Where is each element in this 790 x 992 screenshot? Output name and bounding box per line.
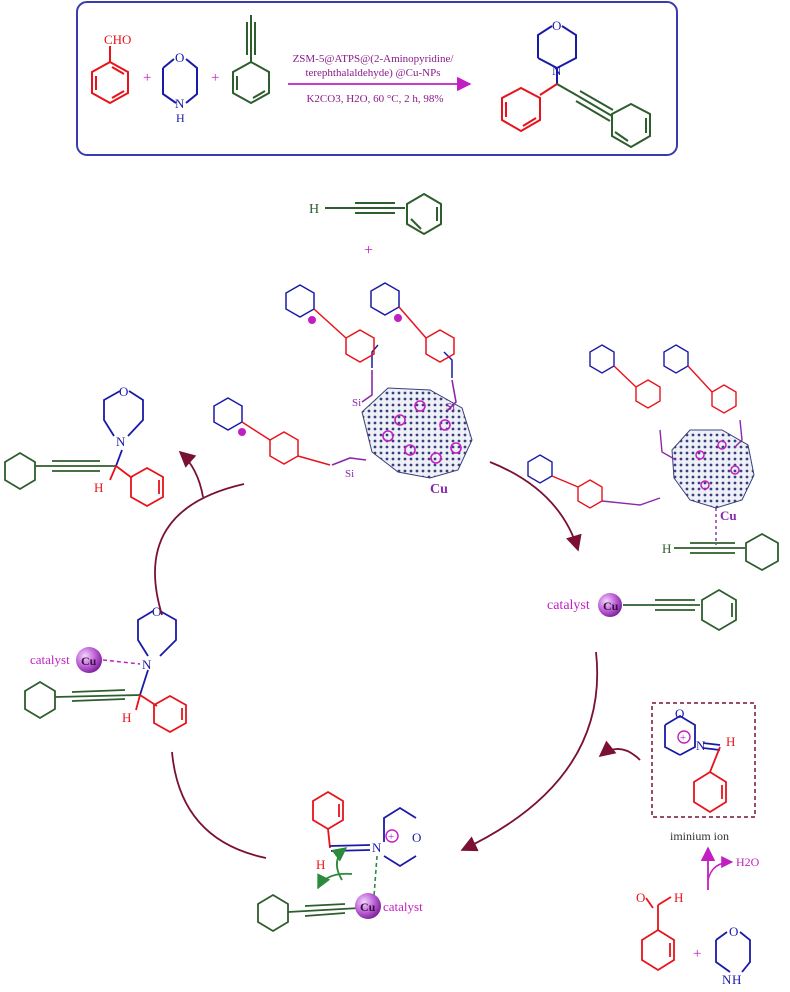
iminium-box-border [651,702,756,818]
cycle-arrow-product-out [178,450,204,498]
cycle-arrow-right-top [489,461,582,552]
central-si-label-2: Si [446,401,455,413]
cycle-arrow-bottom-left [171,751,267,859]
alkyne-h-label: H [309,202,319,217]
zeolite-particle-2 [671,429,755,509]
ts-plus-label: + [388,831,394,843]
conditions-line-2: terephthalaldehyde) @Cu-NPs [305,67,440,79]
bottom-benzaldehyde [641,896,675,972]
reaction-box-border [76,1,678,156]
iminium-plus-label: + [680,732,686,744]
right-catalyst-complex: Cu H [527,344,779,572]
central-cu-label: Cu [430,482,448,497]
central-si-label-1: Si [352,397,361,409]
iminium-caption: iminium ion [670,829,729,843]
transition-state: H N O + Cu catalyst [257,790,423,933]
iminium-plus-circle [677,730,691,744]
cycle-arrow-right-down [460,651,598,852]
plus-sign-1: + [143,70,151,86]
catalytic-cycle-arrows [154,450,641,859]
conditions-line-3: K2CO3, H2O, 60 °C, 2 h, 98% [306,93,443,105]
ts-plus-circle [385,829,399,843]
bottom-aldehyde-h: H [674,890,683,905]
cu-sphere-3 [355,893,381,919]
right-cu-label: Cu [720,508,737,523]
iminium-h-label: H [726,734,735,749]
left-intermediate: catalyst Cu N O H [24,604,187,734]
right-alkyne-h-label: H [662,541,671,556]
central-si-label-3: Si [345,468,354,480]
cycle-product: O N H [4,384,164,508]
benzaldehyde-structure [91,46,129,105]
product-n-label: N [552,63,562,78]
morpholine-o-label: O [175,50,184,65]
copper-acetylide: catalyst Cu [547,588,737,632]
ts-o-label: O [412,830,421,845]
cycle-product-h-label: H [94,480,103,495]
iminium-box: O N + H [651,702,756,818]
cycle-arrow-left-up [154,483,245,616]
bottom-morpholine [715,931,751,973]
left-n-label: N [142,657,152,672]
ts-h-label: H [316,857,325,872]
bottom-morpholine-h: H [732,972,741,987]
phenylacetylene-reagent [325,192,442,236]
left-h-label: H [122,710,131,725]
cu-sphere-1 [598,593,622,617]
product-o-label: O [552,18,561,33]
conditions-line-1: ZSM-5@ATPS@(2-Aminopyridine/ [293,53,455,65]
water-label: H2O [736,855,760,869]
ts-n-label: N [372,840,382,855]
ts-cu-label: Cu [360,900,376,914]
cycle-product-o-label: O [119,384,128,399]
cycle-product-n-label: N [116,434,126,449]
plus-sign-2: + [211,70,219,86]
phenylacetylene-structure [232,15,270,105]
bottom-morpholine-o: O [729,924,738,939]
morpholine-h-label: H [176,111,185,125]
left-cu-label: Cu [81,654,97,668]
zeolite-particle [361,387,473,479]
plus-sign-4: + [693,946,701,962]
morpholine-nh-label: N [175,96,185,111]
bottom-morpholine-n: N [722,972,732,987]
iminium-n-label: N [696,738,706,753]
aldehyde-label: CHO [104,32,131,47]
product-structure [501,25,651,149]
acetylide-catalyst-label: catalyst [547,598,590,613]
cycle-arrow-iminium-in [598,740,641,761]
left-o-label: O [152,604,161,619]
morpholine-structure [162,58,198,104]
acetylide-cu-label: Cu [603,599,619,613]
central-catalyst: Si Si Si Cu [213,282,473,497]
cu-sphere-2 [76,647,102,673]
iminium-o-label: O [675,706,684,721]
reaction-box: CHO + O N H + ZSM-5@ATPS@(2-Aminopyridin… [76,1,678,156]
plus-sign-3: + [364,242,373,259]
bottom-aldehyde-o: O [636,890,645,905]
water-curve [707,856,734,881]
ts-catalyst-label: catalyst [383,899,423,914]
left-catalyst-label: catalyst [30,652,70,667]
